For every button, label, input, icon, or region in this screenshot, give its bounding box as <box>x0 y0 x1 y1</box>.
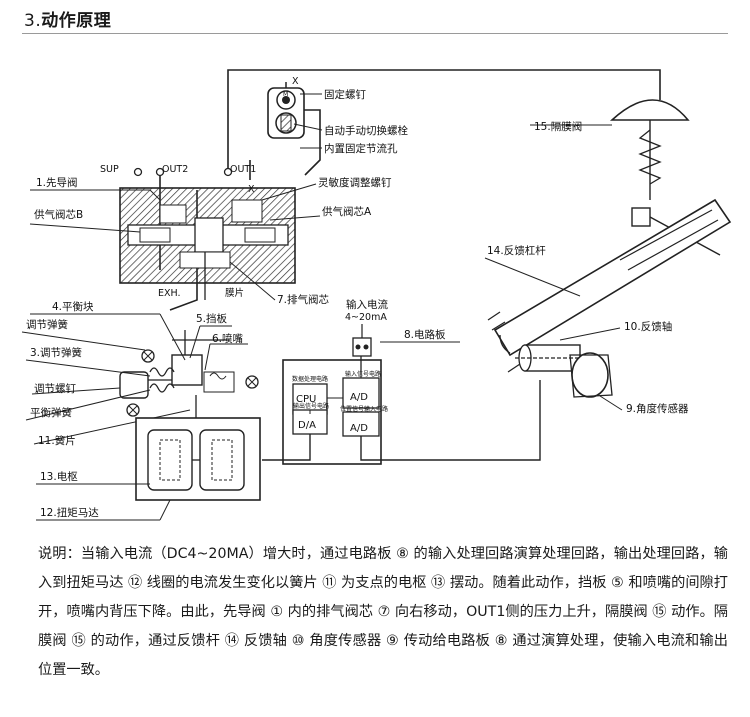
chip-caption-1: 数据处理电路 <box>292 375 328 383</box>
label-jiaodu: 9.角度传感器 <box>626 402 689 415</box>
description: 说明：当输入电流（DC4~20MA）增大时，通过电路板 ⑧ 的输入处理回路演算处… <box>38 540 728 685</box>
label-huangpian: 11.簧片 <box>38 434 76 447</box>
label-dianshu: 13.电枢 <box>40 470 78 483</box>
diaphragm-valve <box>609 99 721 256</box>
label-zidong-switch-bolt: 自动手动切换螺栓 <box>324 124 408 137</box>
label-fankui-zhou: 10.反馈轴 <box>624 320 672 333</box>
feedback-shaft-sensor <box>487 311 613 398</box>
label-x-mid: X <box>248 184 255 195</box>
chip-ad-2: A/D <box>350 423 368 434</box>
label-m: M <box>283 91 288 98</box>
balance-assembly <box>119 330 259 440</box>
chip-da: D/A <box>298 420 316 431</box>
label-mopian: 膜片 <box>225 287 244 299</box>
label-pingheng-tanhuang: 平衡弹簧 <box>30 406 72 419</box>
label-penzui: 6.喷嘴 <box>212 333 244 345</box>
label-out1: OUT1 <box>230 164 256 175</box>
circuit-board <box>262 337 541 465</box>
label-lingmin: 灵敏度调整螺钉 <box>318 176 392 189</box>
chip-cpu: CPU <box>296 394 316 405</box>
label-tiaojie-tanhuang: 调节弹簧 <box>26 318 68 331</box>
title-divider <box>22 33 728 34</box>
description-text: 说明：当输入电流（DC4~20MA）增大时，通过电路板 ⑧ 的输入处理回路演算处… <box>38 546 728 678</box>
label-paiqi: 7.排气阀芯 <box>277 293 329 306</box>
label-pinghengkuai: 4.平衡块 <box>52 301 94 313</box>
label-gemofa: 15.隔膜阀 <box>534 120 582 133</box>
label-gongqi-a: 供气阀芯A <box>322 205 372 218</box>
label-dangban: 5.挡板 <box>196 312 228 325</box>
label-fankui-ganggan: 14.反馈杠杆 <box>487 244 546 257</box>
label-out2: OUT2 <box>162 164 188 175</box>
section-title-text: 动作原理 <box>41 11 112 31</box>
label-tiaojie-tanhuang-3: 3.调节弹簧 <box>30 346 82 359</box>
chip-caption-4: 位置信号输入电路 <box>340 405 388 413</box>
label-tiaojie-luoding: 调节螺钉 <box>34 383 76 395</box>
label-gongqi-b: 供气阀芯B <box>34 208 83 221</box>
label-neizhi-orifice: 内置固定节流孔 <box>324 142 398 155</box>
chip-ad-1: A/D <box>350 392 368 403</box>
label-gudingluoding: 固定螺钉 <box>324 88 366 101</box>
label-x-top: X <box>292 76 299 87</box>
label-xiandaofa: 1.先导阀 <box>36 176 78 189</box>
label-current-range: 4~20mA <box>345 312 387 323</box>
label-exh: EXH. <box>158 288 181 299</box>
working-principle-diagram: X M 固定螺钉 自动手动切换螺栓 内置固定节流孔 SUP OUT2 OUT1 … <box>21 69 732 521</box>
label-sup: SUP <box>100 164 119 175</box>
feedback-lever <box>493 198 732 357</box>
pilot-valve-body <box>119 187 296 300</box>
section-number: 3. <box>24 11 42 31</box>
chip-caption-3: 输出信号电路 <box>293 402 329 410</box>
chip-caption-2: 输入信号电路 <box>345 370 381 378</box>
label-niuju: 12.扭矩马达 <box>40 506 99 519</box>
torque-motor <box>135 417 261 501</box>
screw-assembly <box>267 82 305 139</box>
label-input-current: 输入电流 <box>346 298 388 311</box>
label-dianluban: 8.电路板 <box>404 328 446 341</box>
section-title: 3.动作原理 <box>24 6 111 31</box>
